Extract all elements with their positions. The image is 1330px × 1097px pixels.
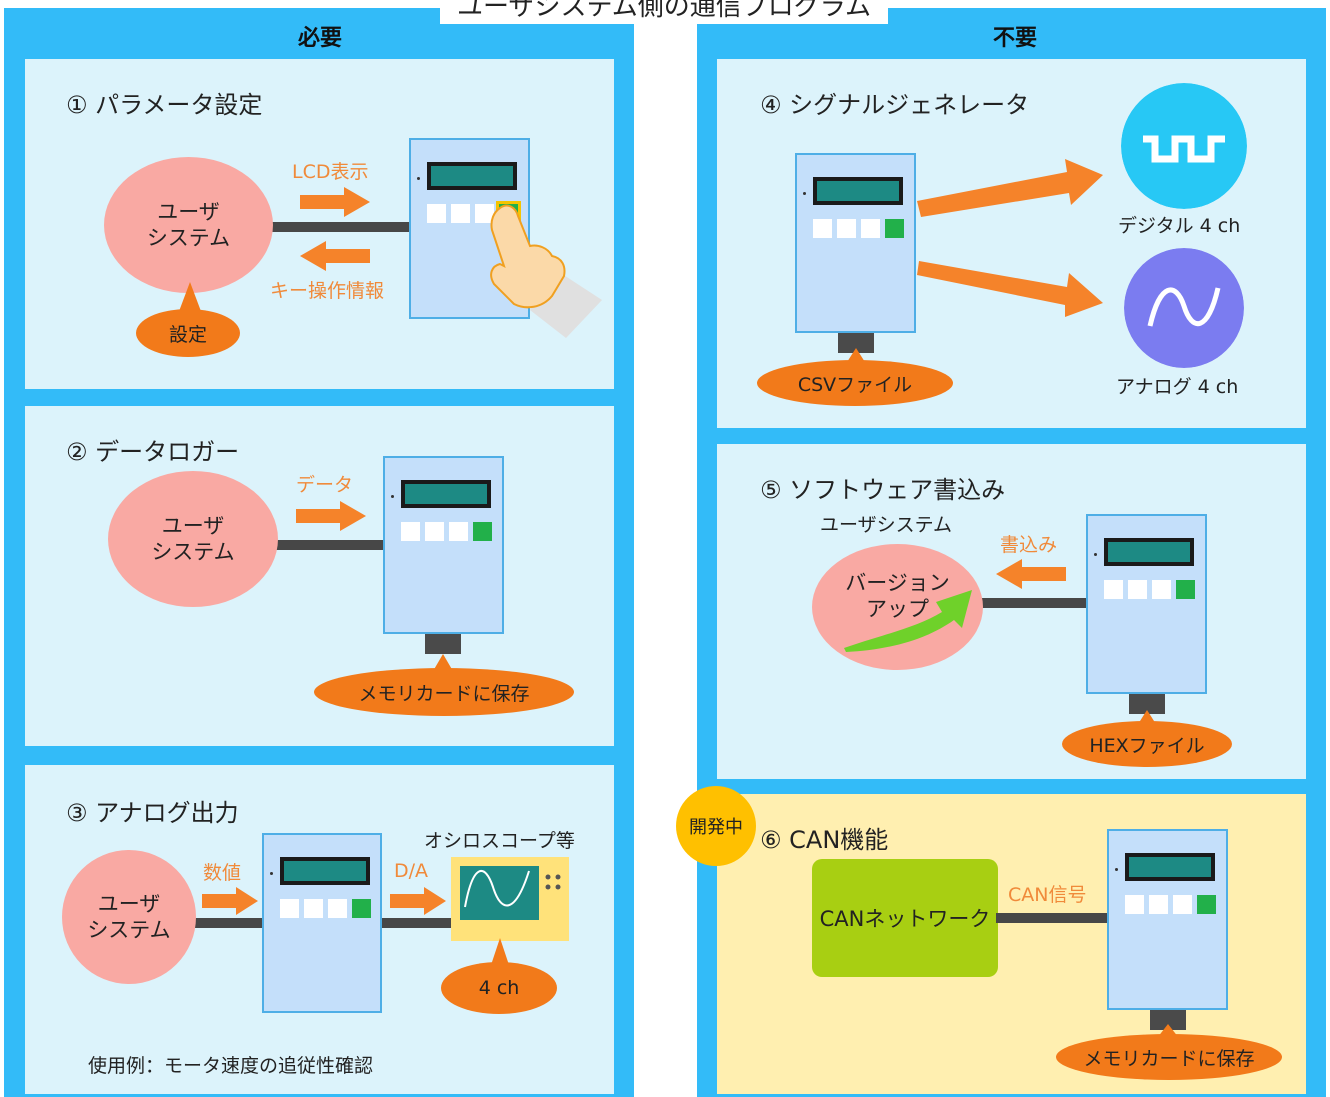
csv-file-badge: CSVファイル	[757, 360, 953, 406]
digital-output-arrow	[917, 159, 1103, 217]
channels-badge: 4 ch	[441, 962, 557, 1014]
digital-channels-label: デジタル 4 ch	[1118, 215, 1241, 237]
memory-card-badge: メモリカードに保存	[314, 668, 574, 716]
write-label: 書込み	[1000, 534, 1058, 556]
analog-channels-label: アナログ 4 ch	[1116, 376, 1239, 398]
column-heading-required: 必要	[297, 26, 342, 51]
connection-wire	[190, 918, 270, 928]
user-system-label: ユーザシステム	[820, 514, 953, 536]
card-slot	[1150, 1010, 1186, 1030]
data-label: データ	[296, 474, 354, 496]
memory-card-badge: メモリカードに保存	[1056, 1034, 1282, 1080]
main-title: ユーザシステム側の通信プログラム	[457, 0, 871, 22]
connection-wire	[975, 598, 1090, 608]
value-label: 数値	[203, 862, 242, 884]
badge-pointer	[178, 282, 202, 314]
version-up-ellipse: バージョン アップ	[812, 544, 983, 670]
right-arrow	[300, 187, 370, 217]
upgrade-arrow-icon	[844, 590, 972, 652]
user-system-ellipse: ユーザ システム	[108, 471, 278, 607]
connection-wire	[380, 918, 460, 928]
left-arrow	[996, 559, 1066, 589]
device-unit	[1107, 829, 1228, 1010]
lcd-display-label: LCD表示	[292, 161, 369, 183]
square-wave-icon	[1121, 83, 1247, 209]
oscilloscope-icon	[451, 857, 569, 941]
device-unit	[383, 456, 504, 634]
panel-title: ② データロガー	[66, 438, 240, 466]
pressing-finger-icon	[490, 204, 602, 338]
card-slot	[838, 333, 874, 353]
title-tab	[440, 0, 888, 24]
connection-wire	[270, 540, 386, 550]
right-arrow	[390, 887, 446, 915]
usage-example-text: 使用例：モータ速度の追従性確認	[88, 1055, 374, 1077]
right-arrow	[296, 501, 366, 531]
connection-wire	[996, 913, 1108, 923]
right-arrow	[202, 887, 258, 915]
panel-title: ① パラメータ設定	[66, 91, 263, 119]
can-network-box: CANネットワーク	[812, 859, 998, 977]
key-operation-label: キー操作情報	[270, 280, 385, 302]
device-unit	[262, 833, 382, 1013]
sine-wave-icon	[1124, 248, 1244, 368]
panel-title: ⑥ CAN機能	[760, 826, 889, 854]
device-unit	[795, 153, 916, 333]
analog-output-arrow	[917, 261, 1103, 317]
in-development-badge: 開発中	[676, 786, 756, 866]
column-heading-not-required: 不要	[992, 26, 1037, 51]
can-signal-label: CAN信号	[1008, 884, 1087, 906]
device-unit	[1086, 514, 1207, 694]
panel-title: ④ シグナルジェネレータ	[760, 91, 1030, 119]
user-system-ellipse: ユーザ システム	[104, 157, 273, 293]
card-slot	[1129, 694, 1165, 714]
setting-badge: 設定	[136, 309, 240, 357]
connection-wire	[270, 222, 412, 232]
left-arrow	[300, 241, 370, 271]
card-slot	[425, 634, 461, 654]
user-system-ellipse: ユーザ システム	[62, 850, 196, 984]
panel-title: ③ アナログ出力	[66, 799, 239, 827]
hex-file-badge: HEXファイル	[1062, 721, 1232, 767]
panel-title: ⑤ ソフトウェア書込み	[760, 476, 1006, 504]
da-label: D/A	[394, 860, 429, 882]
oscilloscope-label: オシロスコープ等	[424, 830, 575, 852]
